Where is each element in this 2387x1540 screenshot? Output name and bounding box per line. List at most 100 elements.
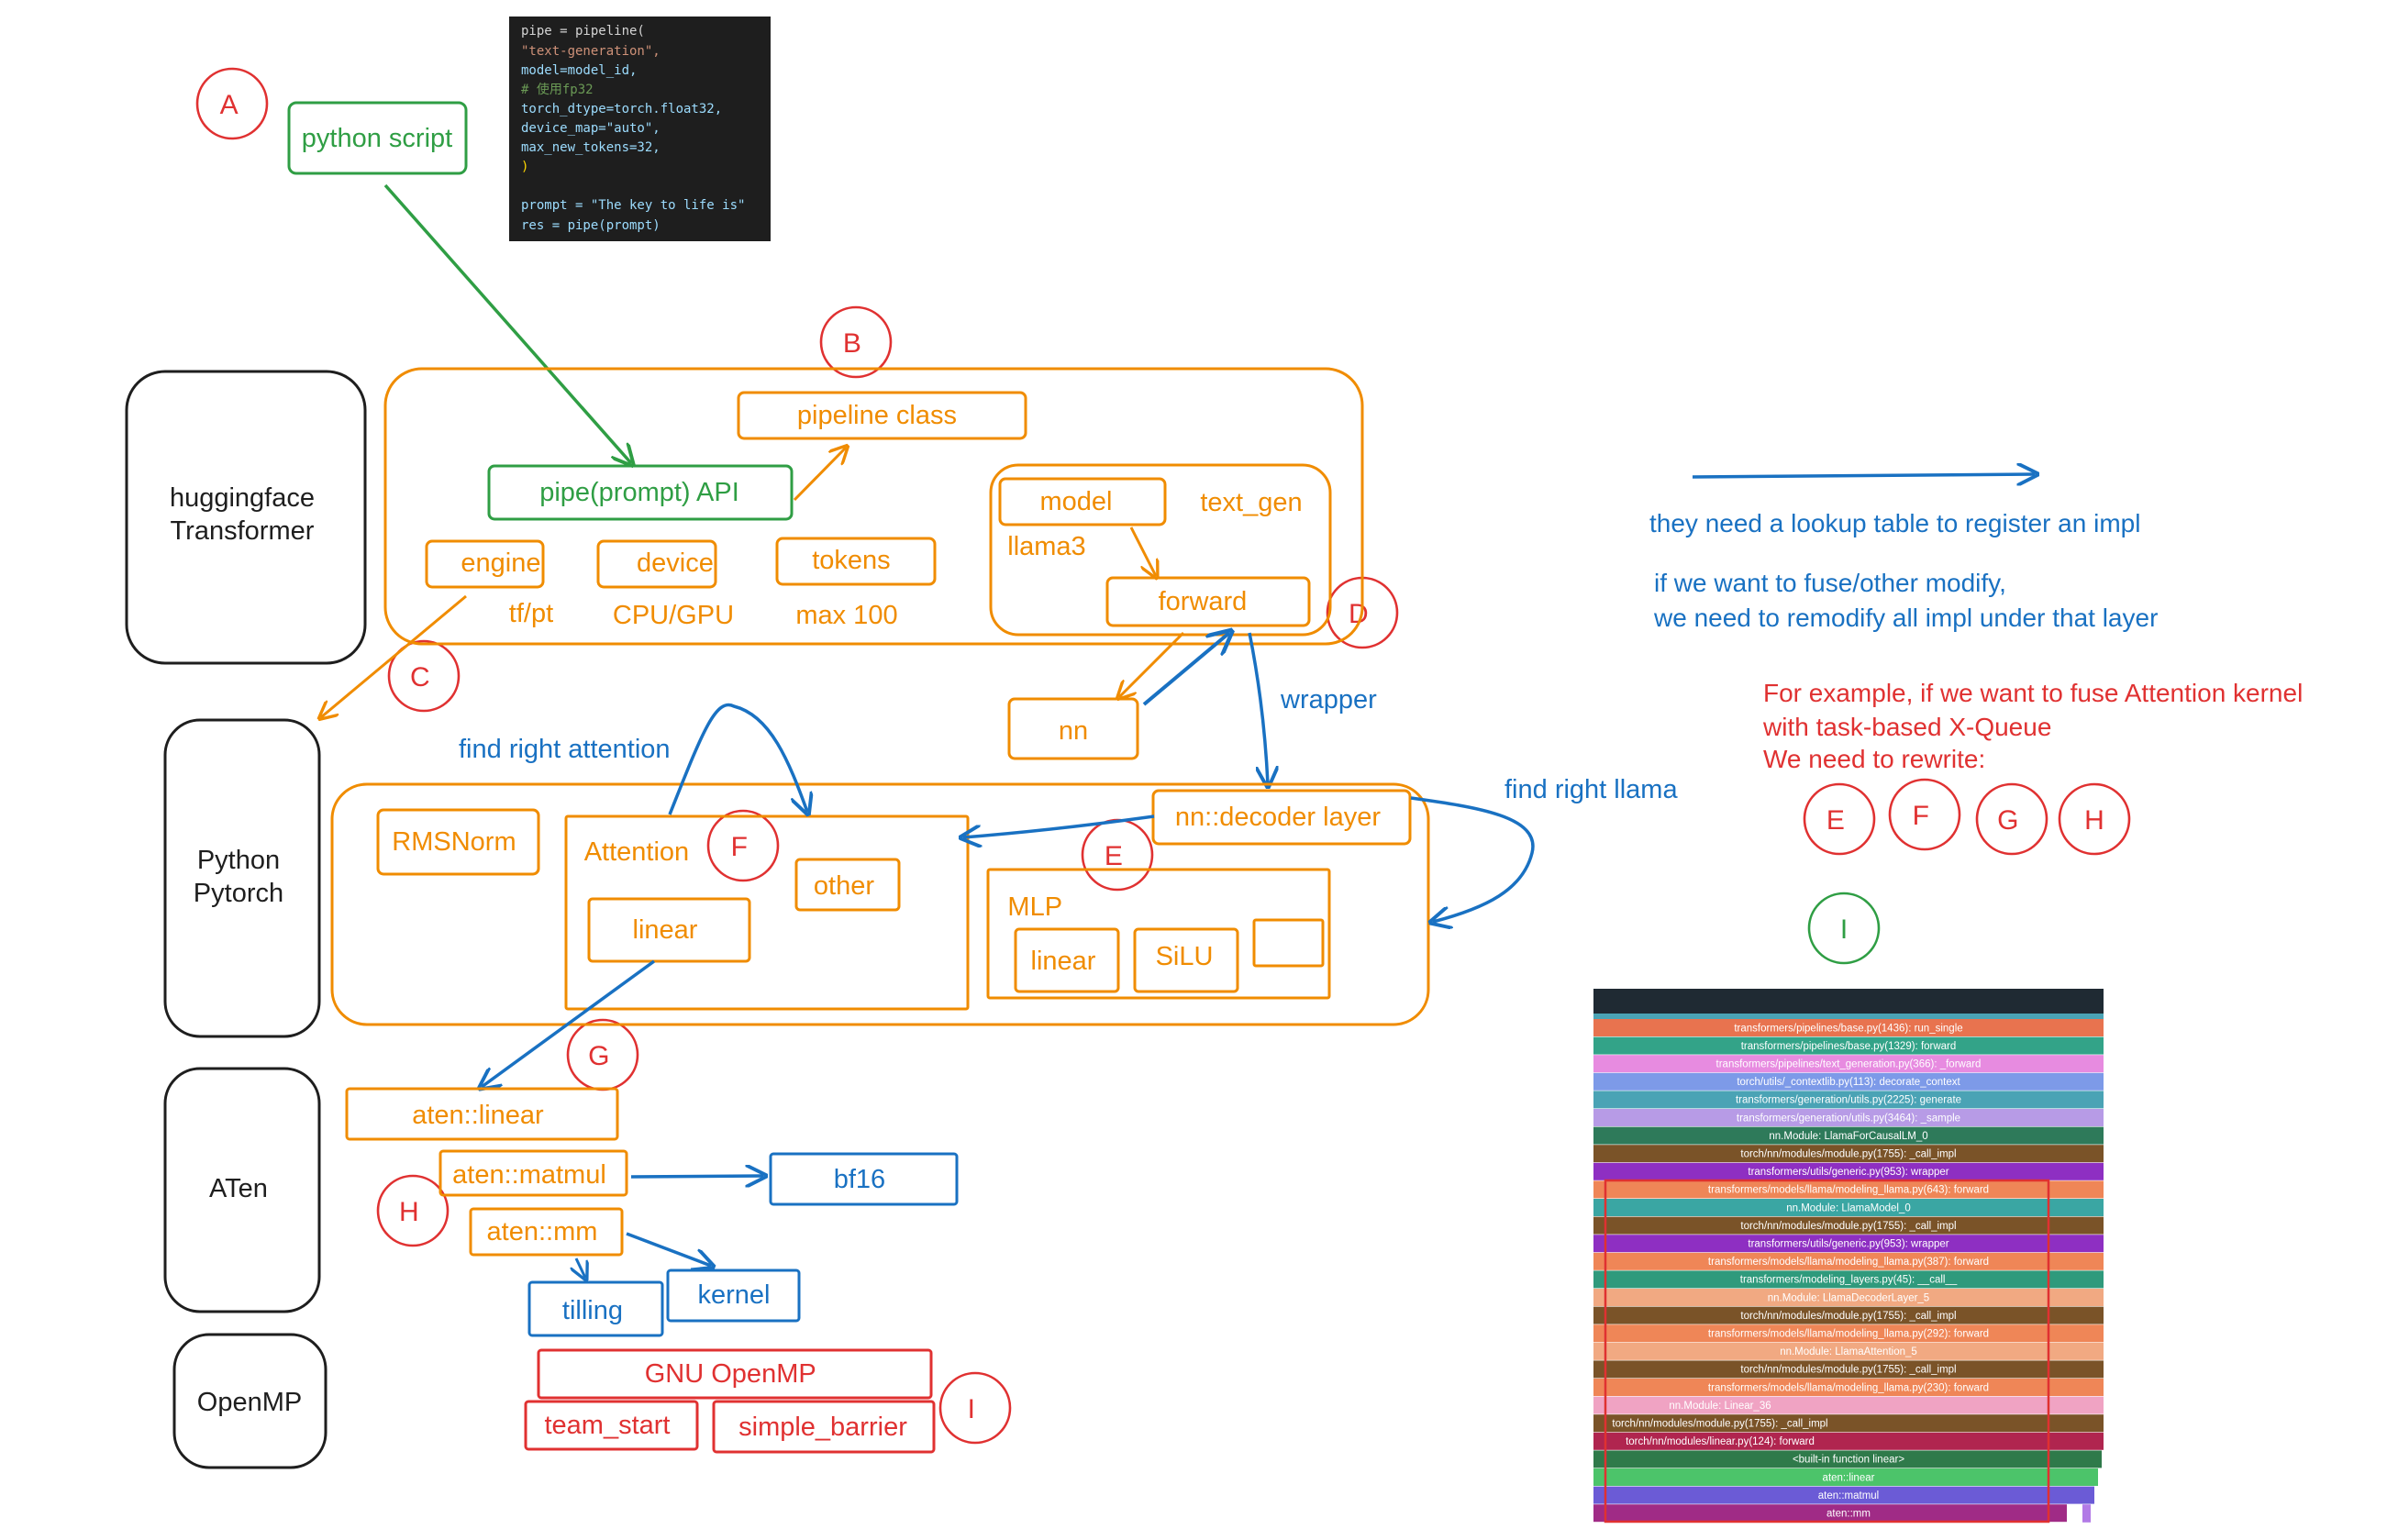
svg-text:pipeline class engine: pipeline class engine device tokens tf/p…	[461, 401, 1309, 746]
python-script-label: python script	[302, 124, 452, 153]
layer-pytorch-box	[163, 718, 321, 1038]
svg-text:aten::linear aten::matmul: aten::linear aten::matmul aten::mm bf16 …	[412, 1101, 893, 1325]
lookup-arrow	[1692, 474, 2035, 477]
marker-i-label: I	[968, 1394, 975, 1424]
hf-container	[383, 367, 1364, 646]
layer-pytorch-label-1: Python	[197, 846, 280, 875]
simple-barrier-label: simple_barrier	[738, 1413, 907, 1442]
flame-row-label: transformers/modeling_layers.py(45): __c…	[1740, 1275, 1958, 1286]
team-start-label: team_start	[544, 1411, 670, 1440]
wrapper-label: wrapper	[1280, 685, 1377, 715]
flame-row-label: transformers/pipelines/base.py(1329): fo…	[1741, 1041, 1957, 1052]
tilling-box	[527, 1280, 664, 1337]
arrow-engine-to-pytorch	[321, 594, 467, 717]
find-attention-label: find right attention	[459, 735, 671, 764]
flame-row-label: transformers/models/llama/modeling_llama…	[1708, 1185, 1989, 1196]
gnu-openmp-box	[537, 1348, 933, 1400]
flame-row-label: transformers/generation/utils.py(3464): …	[1737, 1113, 1960, 1124]
flame-row	[1593, 1379, 2104, 1396]
flame-row	[1593, 1504, 2067, 1523]
flame-row-label: nn.Module: Linear_36	[1669, 1401, 1771, 1412]
marker-b-label: B	[843, 328, 861, 359]
layer-hf-box	[125, 370, 367, 665]
rmsnorm-box	[376, 808, 540, 876]
code-line: pipe = pipeline(	[521, 24, 645, 39]
flame-row-label: nn.Module: LlamaAttention_5	[1780, 1346, 1917, 1357]
model-label: model	[1039, 487, 1112, 516]
svg-text:RMSNorm Attention othe: RMSNorm Attention other linear nn::decod…	[392, 803, 1388, 976]
mlp-linear-label: linear	[1031, 947, 1096, 976]
flame-row	[1593, 1450, 2102, 1468]
marker-i-2	[1807, 892, 1881, 965]
find-llama-label: find right llama	[1504, 775, 1678, 804]
flame-row-label: torch/nn/modules/module.py(1755): _call_…	[1740, 1221, 1956, 1232]
note-example-2: with task-based X-Queue	[1762, 713, 2051, 741]
arrow-forward-to-decoder	[1248, 632, 1268, 784]
attn-linear-box	[587, 897, 751, 963]
flame-highlight	[1604, 1179, 2050, 1523]
marker-f-2-label: F	[1913, 801, 1929, 831]
marker-h	[376, 1174, 450, 1247]
other-box	[794, 858, 901, 912]
flame-row-label: transformers/models/llama/modeling_llama…	[1708, 1257, 1989, 1268]
decoder-label: nn::decoder layer	[1175, 803, 1381, 832]
forward-box	[1105, 576, 1311, 627]
arrow-linear-to-aten	[482, 959, 656, 1087]
layer-openmp-label: OpenMP	[197, 1388, 302, 1417]
device-box	[596, 539, 717, 589]
aten-matmul-box	[439, 1149, 628, 1197]
engine-box	[425, 539, 545, 589]
forward-label: forward	[1159, 587, 1248, 616]
nn-box	[1007, 697, 1139, 760]
flame-row	[1593, 1162, 2104, 1180]
kernel-box	[666, 1269, 801, 1323]
flame-row-label: transformers/pipelines/base.py(1436): ru…	[1734, 1023, 1962, 1034]
flame-row	[1593, 1486, 2094, 1504]
flame-row	[1593, 1091, 2104, 1109]
marker-f-label: F	[731, 832, 748, 862]
flame-mark	[2082, 1504, 2091, 1523]
layer-aten-box	[163, 1067, 321, 1313]
flame-row	[1593, 1145, 2104, 1163]
note-example-3: We need to rewrite:	[1763, 745, 1985, 773]
bf16-label: bf16	[834, 1165, 885, 1194]
tokens-label: tokens	[812, 546, 890, 575]
svg-text:pipe = pipeline( "te: pipe = pipeline( "text-generation", mode…	[521, 24, 753, 233]
code-line: )	[521, 160, 528, 174]
flame-row	[1593, 1180, 2104, 1199]
device-label: device	[637, 548, 714, 578]
flame-row-label: transformers/models/llama/modeling_llama…	[1708, 1382, 1989, 1393]
pipe-api-label: pipe(prompt) API	[539, 478, 739, 507]
flame-row	[1593, 1109, 2104, 1126]
pipeline-class-box	[737, 391, 1027, 440]
mlp-label: MLP	[1007, 892, 1061, 922]
code-snippet: pipe = pipeline( "text-generation", mode…	[509, 17, 771, 241]
arrow-find-llama	[1410, 796, 1535, 922]
marker-h-2	[2058, 782, 2131, 856]
flame-row	[1593, 1216, 2104, 1235]
flame-row-label: nn.Module: LlamaDecoderLayer_5	[1768, 1292, 1929, 1303]
flame-row	[1593, 1072, 2104, 1091]
svg-text:huggingface Transformer: huggingface Transformer Python Pytorch A…	[170, 483, 322, 1417]
arrow-nn-to-forward	[1142, 633, 1229, 706]
tilling-label: tilling	[562, 1296, 623, 1325]
marker-i	[938, 1371, 1012, 1445]
attention-box	[564, 814, 970, 1011]
marker-e-2-label: E	[1826, 805, 1845, 836]
marker-i-2-label: I	[1840, 914, 1848, 945]
marker-a-label: A	[220, 90, 239, 120]
flame-row-label: torch/nn/modules/module.py(1755): _call_…	[1612, 1419, 1827, 1430]
code-line: res = pipe(prompt)	[521, 218, 661, 233]
layer-hf-label-2: Transformer	[171, 516, 315, 546]
flame-row-label: torch/nn/modules/module.py(1755): _call_…	[1740, 1365, 1956, 1376]
text-gen-label: text_gen	[1200, 488, 1302, 517]
other-label: other	[814, 871, 874, 901]
flame-row	[1593, 1019, 2104, 1036]
marker-b	[819, 305, 893, 379]
aten-mm-box	[469, 1207, 624, 1257]
flame-row	[1593, 1396, 2104, 1414]
flame-row-label: aten::matmul	[1818, 1490, 1879, 1501]
marker-c	[387, 639, 461, 713]
svg-text:A B C D E: A B C D E F G H I E F G H	[220, 90, 2104, 1424]
flame-row-label: torch/nn/modules/module.py(1755): _call_…	[1740, 1149, 1956, 1160]
